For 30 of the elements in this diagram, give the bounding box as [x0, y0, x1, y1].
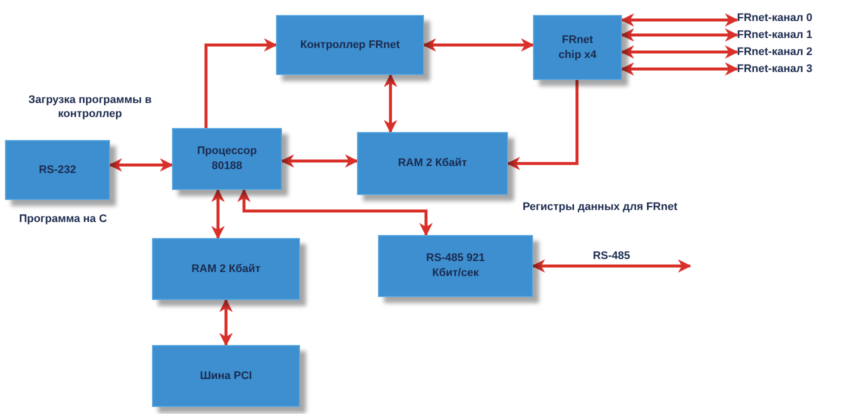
- arrow: [620, 62, 738, 76]
- block-box: Шина PCI: [152, 345, 300, 407]
- arrow: [384, 74, 398, 134]
- arrow: [620, 13, 738, 27]
- block-box: RS-232: [5, 140, 110, 200]
- block-box: Процессор 80188: [172, 128, 282, 190]
- arrow: [204, 38, 278, 128]
- arrow: [620, 28, 738, 42]
- arrow: [211, 188, 225, 240]
- arrow: [280, 154, 358, 168]
- annotation-text: Программа на С: [18, 212, 108, 226]
- annotation-text: Регистры данных для FRnet: [522, 200, 678, 214]
- block-box: RAM 2 Кбайт: [152, 238, 300, 300]
- arrow: [620, 45, 738, 59]
- arrow: [422, 38, 534, 52]
- block-box: FRnet chip x4: [533, 15, 622, 80]
- arrow: [506, 80, 578, 170]
- channel-label: FRnet-канал 1: [737, 28, 827, 42]
- channel-label: FRnet-канал 2: [737, 45, 827, 59]
- arrow: [108, 158, 174, 172]
- arrow: [237, 188, 433, 236]
- channel-label: FRnet-канал 3: [737, 62, 827, 76]
- block-box: Контроллер FRnet: [276, 15, 424, 75]
- channel-label: FRnet-канал 0: [737, 11, 827, 25]
- block-box: RS-485 921 Кбит/сек: [378, 235, 533, 297]
- block-box: RAM 2 Кбайт: [357, 132, 508, 195]
- arrow: [532, 259, 692, 273]
- edge-label: RS-485: [590, 250, 632, 262]
- arrow: [219, 298, 233, 346]
- annotation-text: Загрузка программы в контроллер: [27, 93, 153, 122]
